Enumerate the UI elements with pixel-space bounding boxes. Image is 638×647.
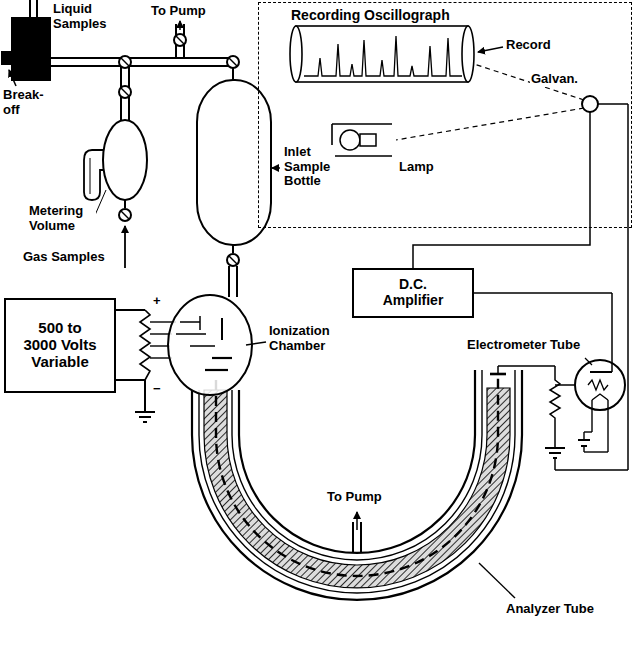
part-label: Galvan.: [530, 72, 579, 87]
pump-label: To Pump: [326, 490, 383, 505]
part-label: Record: [505, 38, 552, 53]
polarity-sign: −: [152, 382, 162, 397]
amplifier-box: D.C. Amplifier: [352, 268, 474, 318]
part-label: Break-off: [2, 88, 50, 117]
voltage-supply-box: 500 to 3000 Volts Variable: [4, 298, 116, 393]
part-label: Metering Volume: [28, 204, 96, 233]
signal-wire: [413, 228, 590, 268]
part-label: Analyzer Tube: [505, 602, 595, 617]
inlet-label: Gas Samples: [22, 250, 106, 265]
inlet-label: Liquid Samples: [52, 2, 116, 31]
box-label: D.C. Amplifier: [373, 277, 453, 308]
box-label: 500 to 3000 Volts Variable: [23, 320, 97, 370]
polarity-sign: +: [152, 294, 162, 309]
part-label: Electrometer Tube: [466, 338, 581, 353]
part-label: Inlet Sample Bottle: [283, 145, 335, 189]
region-heading: Recording Oscillograph: [291, 8, 631, 24]
part-label: Lamp: [398, 160, 435, 175]
part-label: Ionization Chamber: [268, 324, 348, 353]
pump-label: To Pump: [150, 4, 207, 19]
oscillograph-region: Recording Oscillograph: [258, 2, 632, 228]
